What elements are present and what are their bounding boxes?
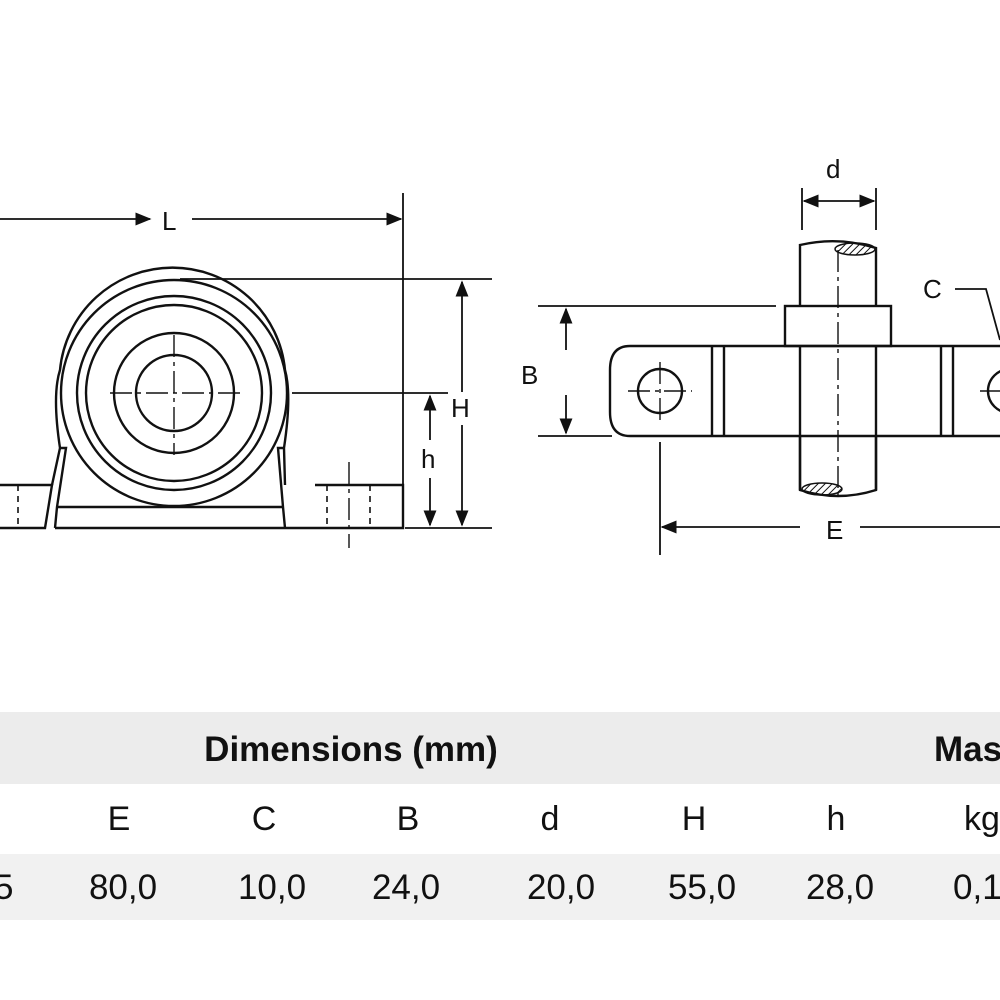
column-header-C: C xyxy=(251,800,277,838)
value-C: 10,0 xyxy=(237,868,307,907)
column-header-H: H xyxy=(681,800,707,838)
bearing-outer-ring xyxy=(59,278,289,508)
housing-inner-left xyxy=(53,446,68,529)
label-H: H xyxy=(451,393,470,423)
base-plate-left xyxy=(0,483,54,530)
table-title: Dimensions (mm) xyxy=(204,730,498,769)
value-H: 55,0 xyxy=(667,868,737,907)
value-h: 28,0 xyxy=(805,868,875,907)
value-partial-left: 5 xyxy=(0,868,14,907)
value-mass-partial: 0,1 xyxy=(953,868,1000,907)
table-title-row: Dimensions (mm) Mas xyxy=(0,712,1000,784)
dimensions-table: Dimensions (mm) Mas E C B d H h kg 5 80,… xyxy=(0,712,1000,952)
label-h: h xyxy=(421,444,435,474)
column-header-E: E xyxy=(107,800,131,838)
table-header-row: E C B d H h kg xyxy=(0,784,1000,854)
column-header-h: h xyxy=(826,800,846,838)
shaft-top-hatch xyxy=(834,242,876,256)
label-d: d xyxy=(826,154,840,184)
label-C: C xyxy=(923,274,942,304)
side-dimensions xyxy=(538,188,1000,555)
mass-title-partial: Mas xyxy=(934,730,1000,769)
bearing-ring-3 xyxy=(84,303,264,483)
front-view xyxy=(0,266,405,530)
value-B: 24,0 xyxy=(371,868,441,907)
value-d: 20,0 xyxy=(526,868,596,907)
label-E: E xyxy=(826,515,843,545)
side-base-bar xyxy=(608,344,1000,438)
front-centerlines xyxy=(110,335,350,548)
column-header-B: B xyxy=(396,800,420,838)
column-header-d: d xyxy=(540,800,560,838)
housing-inner-right xyxy=(276,446,287,529)
front-dimensions xyxy=(0,193,492,529)
column-header-kg-partial: kg xyxy=(964,800,1000,838)
base-plate-right xyxy=(285,483,405,530)
label-L: L xyxy=(162,206,176,236)
table-value-row: 5 80,0 10,0 24,0 20,0 55,0 28,0 0,1 xyxy=(0,854,1000,920)
shaft-bottom-hatch xyxy=(801,482,843,496)
label-B: B xyxy=(521,360,538,390)
value-E: 80,0 xyxy=(88,868,158,907)
pillow-block-bearing-drawing: L H h xyxy=(0,154,1000,555)
side-centerlines xyxy=(628,250,1000,498)
bearing-ring-2 xyxy=(75,294,273,492)
